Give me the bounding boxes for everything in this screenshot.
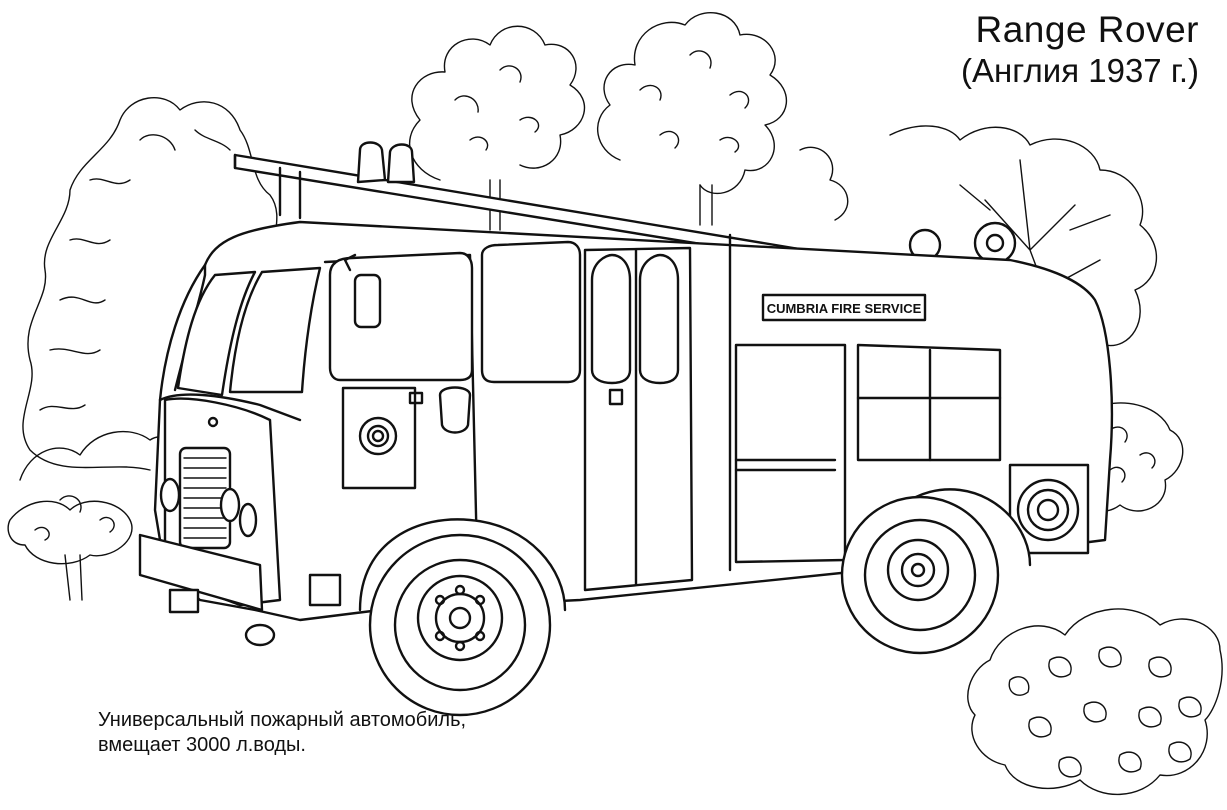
- caption-line-1: Универсальный пожарный автомобиль,: [98, 709, 467, 731]
- rear-wheel: [840, 495, 1000, 655]
- tree-left: [7, 96, 278, 601]
- title-origin: (Англия 1937 г.): [960, 51, 1199, 89]
- front-wheel: [368, 533, 552, 717]
- truck-sign-text: CUMBRIA FIRE SERVICE: [767, 301, 922, 316]
- tree-center-left: [409, 25, 586, 231]
- title-model: Range Rover: [975, 9, 1199, 50]
- bush-bottom-right: [967, 608, 1223, 796]
- tree-center: [596, 11, 849, 226]
- caption-line-2: вмещает 3000 л.воды.: [98, 734, 306, 756]
- title-block: Range Rover (Англия 1937 г.): [961, 8, 1199, 91]
- caption: Универсальный пожарный автомобиль, вмеща…: [98, 708, 466, 758]
